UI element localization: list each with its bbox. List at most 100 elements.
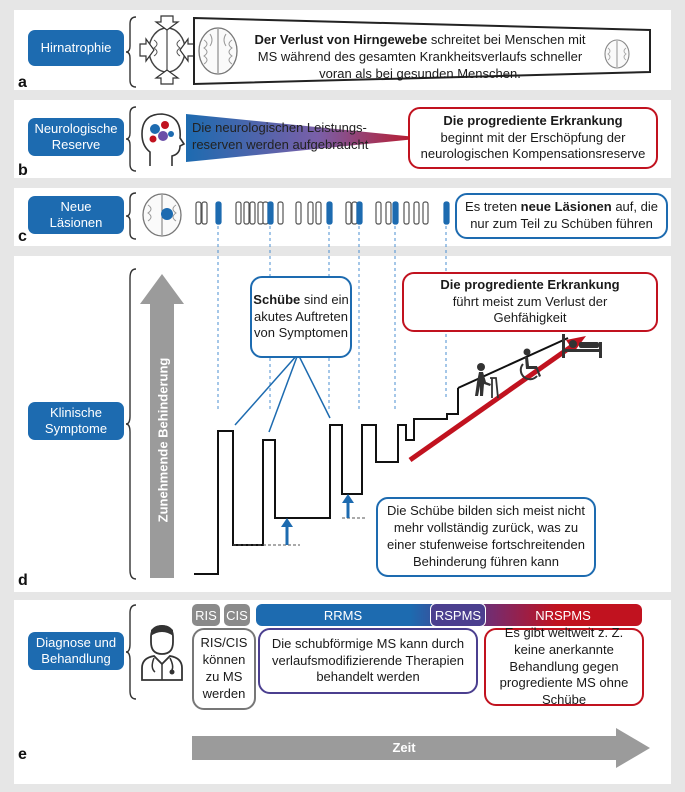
pill-diagnose-behandlung: Diagnose und Behandlung <box>28 632 124 670</box>
stage-cis-label: CIS <box>226 607 248 623</box>
progression-slope-line <box>457 337 569 389</box>
ris-cis-text: RIS/CIS können zu MS werden <box>200 635 248 701</box>
progressive-walking-bold: Die progrediente Erkrankung <box>440 276 620 292</box>
ris-cis-box: RIS/CIS können zu MS werden <box>192 628 256 710</box>
walker-person-icon <box>475 363 499 399</box>
brace-e <box>125 604 137 700</box>
stage-rspms-label: RSPMS <box>434 607 482 623</box>
stage-rrms-label: RRMS <box>323 607 363 623</box>
lesion-mark <box>385 201 392 225</box>
lesion-mark <box>235 201 242 225</box>
pill-label-1: Diagnose und <box>35 635 117 651</box>
progressive-start-box: Die progrediente Erkrankung beginnt mit … <box>408 107 658 169</box>
brain-icon <box>198 27 238 75</box>
panel-letter-c: c <box>18 228 27 245</box>
lesion-mark <box>403 201 410 225</box>
progression-step-line <box>437 388 459 420</box>
brace-d <box>125 268 137 580</box>
lesion-mark <box>413 201 420 225</box>
nrspms-text: Es gibt weltweit z. Z. keine anerkannte … <box>499 624 629 708</box>
pill-label-1: Neurologische <box>34 121 118 137</box>
lesion-mark <box>277 201 284 225</box>
schub-bold: Schübe <box>253 291 301 307</box>
lesion-mark <box>243 201 250 225</box>
lesion-mark <box>443 201 450 225</box>
schub-pointer-line <box>234 353 299 426</box>
lesion-mark <box>315 201 322 225</box>
panel-letter-a: a <box>18 74 27 91</box>
stage-cis: CIS <box>224 604 250 626</box>
schub-pointer-line <box>297 353 331 419</box>
residual-arrow-head <box>342 494 354 503</box>
schub-box: Schübe sind ein akutes Auftreten von Sym… <box>250 276 352 358</box>
schub-rest: sind ein akutes Auftreten von Symptomen <box>254 291 349 341</box>
stage-nrspms: NRSPMS <box>488 604 638 626</box>
stage-ris-label: RIS <box>195 607 217 623</box>
atrophy-text: Der Verlust von Hirngewebe schreitet bei… <box>244 32 596 83</box>
lesion-mark <box>326 201 333 225</box>
rrms-box: Die schubförmige MS kann durch verlaufsm… <box>258 628 478 694</box>
brace-b <box>125 106 137 172</box>
brace-c <box>125 192 137 240</box>
lesion-mark <box>201 201 208 225</box>
reserve-wedge-line-1: Die neurologischen Leistungs- <box>192 120 367 135</box>
disability-course-line <box>194 418 437 575</box>
pill-neue-laesionen: Neue Läsionen <box>28 196 124 234</box>
new-lesions-pre: Es treten <box>465 199 521 215</box>
brain-lesion-icon <box>142 193 182 237</box>
progressive-start-line-3: neurologischen Kompensationsreserve <box>420 146 646 162</box>
residual-arrow-head <box>281 518 293 527</box>
stage-rrms: RRMS <box>256 604 430 626</box>
brain-small-icon <box>604 39 630 69</box>
reserve-wedge-line-2: reserven werden aufgebraucht <box>192 136 369 152</box>
pill-label-1: Klinische <box>49 405 103 421</box>
time-arrow <box>192 728 650 768</box>
new-lesions-text: Es treten neue Läsionen auf, die nur zum… <box>457 199 666 233</box>
stage-rspms: RSPMS <box>430 603 486 627</box>
pill-klinische-symptome: Klinische Symptome <box>28 402 124 440</box>
panel-letter-d: d <box>18 572 28 589</box>
reserve-wedge <box>186 114 426 162</box>
progressive-walking-rest: führt meist zum Verlust der Gehfähigkeit <box>452 293 608 326</box>
lesion-mark <box>195 201 202 225</box>
doctor-icon <box>141 625 183 681</box>
nrspms-box: Es gibt weltweit z. Z. keine anerkannte … <box>484 624 644 708</box>
lesion-mark <box>249 201 256 225</box>
atrophy-text-bold: Der Verlust von Hirngewebe <box>254 32 428 47</box>
head-gears-icon <box>141 113 186 166</box>
pill-neurologische-reserve: Neurologische Reserve <box>28 118 124 156</box>
progression-red-arrow-shaft <box>408 341 577 463</box>
time-label: Zeit <box>392 740 416 755</box>
rrms-text: Die schubförmige MS kann durch verlaufsm… <box>271 635 465 685</box>
schub-pointer-line <box>268 353 299 433</box>
progressive-walking-box: Die progrediente Erkrankung führt meist … <box>402 272 658 332</box>
lesion-mark <box>295 201 302 225</box>
lesion-mark <box>307 201 314 225</box>
residual-box: Die Schübe bilden sich meist nicht mehr … <box>376 497 596 577</box>
bed-icon <box>562 334 602 358</box>
new-lesions-bold: neue Läsionen <box>520 199 612 215</box>
stage-ris: RIS <box>192 604 220 626</box>
pill-label-2: Reserve <box>51 137 101 152</box>
reserve-wedge-text: Die neurologischen Leistungs- reserven w… <box>192 120 382 154</box>
lesion-mark <box>267 201 274 225</box>
lesion-mark <box>356 201 363 225</box>
atrophy-wedge <box>193 16 651 86</box>
brace-a <box>125 16 137 88</box>
new-lesions-box: Es treten neue Läsionen auf, die nur zum… <box>455 193 668 239</box>
residual-text: Die Schübe bilden sich meist nicht mehr … <box>386 503 585 569</box>
panel-letter-b: b <box>18 162 28 179</box>
wheelchair-icon <box>519 348 541 381</box>
pill-label-2: Behandlung <box>41 651 111 666</box>
pill-label: Hirnatrophie <box>40 40 112 56</box>
lesion-mark <box>215 201 222 225</box>
pill-label-1: Neue <box>60 199 92 215</box>
lesion-mark <box>392 201 399 225</box>
lesion-mark <box>375 201 382 225</box>
stage-nrspms-label: NRSPMS <box>535 607 591 623</box>
new-lesions-post: auf, die nur zum Teil zu Schüben führen <box>470 199 658 231</box>
pill-hirnatrophie: Hirnatrophie <box>28 30 124 66</box>
lesion-mark <box>345 201 352 225</box>
brain-shrink-icon <box>139 15 195 85</box>
